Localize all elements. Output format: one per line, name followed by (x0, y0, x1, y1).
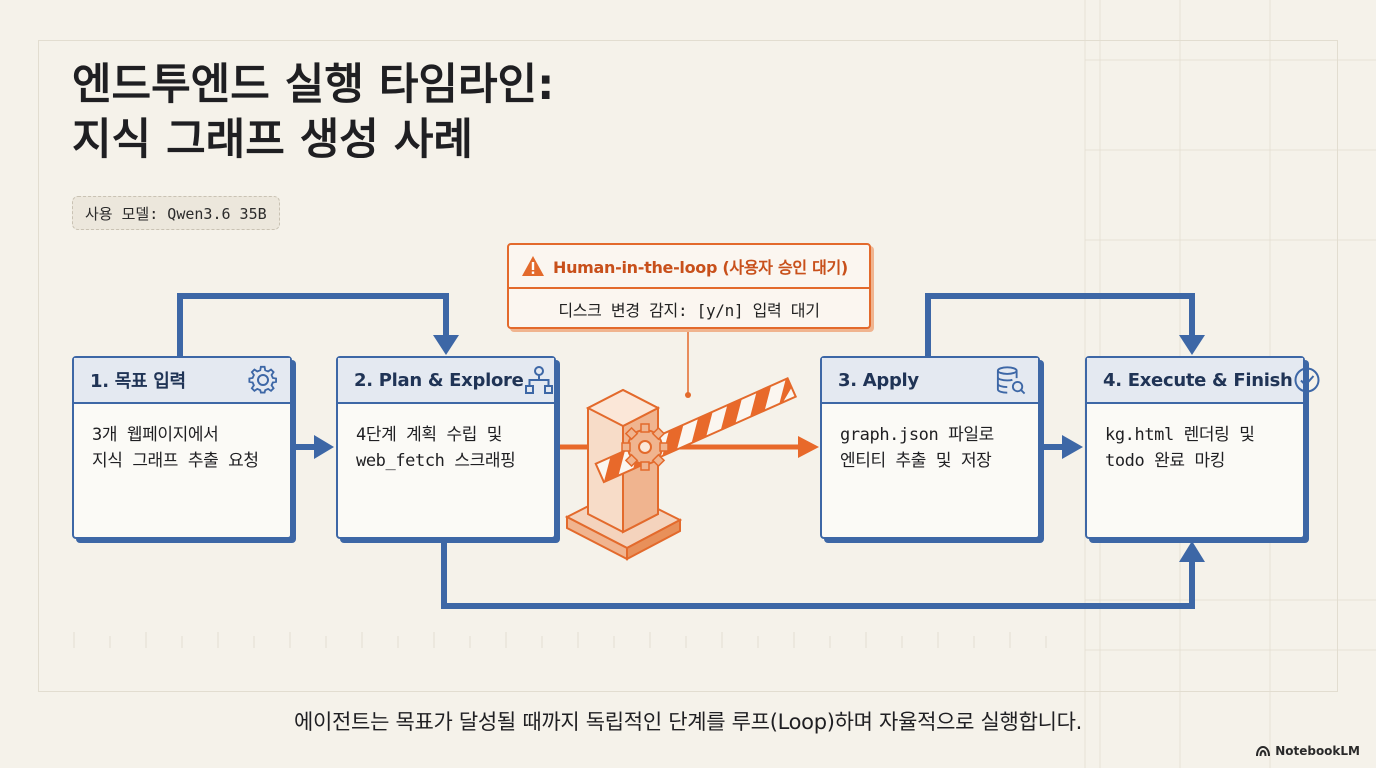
step-card-execute-finish: 4. Execute & Finish kg.html 렌더링 및 todo 완… (1085, 356, 1320, 539)
step-title: 4. Execute & Finish (1103, 369, 1293, 391)
slide-frame (38, 40, 1338, 692)
arrowhead-loop-3-4 (1179, 335, 1205, 355)
brand-label: NotebookLM (1275, 744, 1360, 758)
step-title: 3. Apply (838, 369, 919, 391)
step-desc-line: 엔티티 추출 및 저장 (840, 451, 992, 471)
loop-connector-1-2 (177, 293, 449, 356)
step-desc-line: 4단계 계획 수립 및 (356, 425, 503, 445)
step-desc-line: 3개 웹페이지에서 (92, 425, 219, 445)
hitl-callout: Human-in-the-loop (사용자 승인 대기) 디스크 변경 감지:… (507, 243, 871, 329)
arrowhead-1-2 (314, 435, 334, 459)
arrowhead-loop-1-2 (433, 335, 459, 355)
notebooklm-logo-icon (1256, 745, 1271, 756)
step-card-plan-explore: 2. Plan & Explore 4단계 계획 수립 및 web_fetch … (336, 356, 556, 539)
step-title: 2. Plan & Explore (354, 369, 524, 391)
loop-connector-3-4 (925, 293, 1195, 356)
database-wrench-icon (996, 365, 1026, 395)
title-line-1: 엔드투엔드 실행 타임라인: (72, 60, 555, 110)
check-circle-icon (1293, 365, 1321, 395)
step-card-apply: 3. Apply graph.json 파일로 엔티티 추출 및 저장 (820, 356, 1040, 539)
step-desc-line: web_fetch 스크래핑 (356, 451, 516, 471)
caption: 에이전트는 목표가 달성될 때까지 독립적인 단계를 루프(Loop)하며 자율… (293, 710, 1083, 734)
step-title: 1. 목표 입력 (90, 371, 186, 392)
hitl-message: 디스크 변경 감지: [y/n] 입력 대기 (558, 301, 820, 320)
page-title: 엔드투엔드 실행 타임라인: 지식 그래프 생성 사례 (72, 58, 554, 168)
step-card-goal-input: 1. 목표 입력 3개 웹페이지에서 지식 그래프 추출 요청 (72, 356, 292, 539)
barrier-gate-icon (564, 377, 798, 561)
step-desc-line: graph.json 파일로 (840, 425, 994, 445)
arrowhead-2-3 (798, 436, 819, 458)
hitl-title: Human-in-the-loop (사용자 승인 대기) (553, 258, 848, 277)
model-badge: 사용 모델: Qwen3.6 35B (72, 196, 280, 230)
arrowhead-3-4 (1062, 435, 1083, 459)
gear-icon (248, 365, 278, 395)
step-desc-line: kg.html 렌더링 및 (1105, 425, 1255, 445)
step-desc-line: 지식 그래프 추출 요청 (92, 451, 259, 471)
title-line-2: 지식 그래프 생성 사례 (72, 115, 473, 165)
loop-connector-2-4 (441, 541, 1195, 609)
step-desc-line: todo 완료 마킹 (1105, 451, 1225, 471)
arrowhead-loop-2-4 (1179, 541, 1205, 562)
brand-watermark: NotebookLM (1256, 744, 1360, 758)
hierarchy-icon (524, 365, 554, 395)
warning-icon (522, 256, 544, 276)
